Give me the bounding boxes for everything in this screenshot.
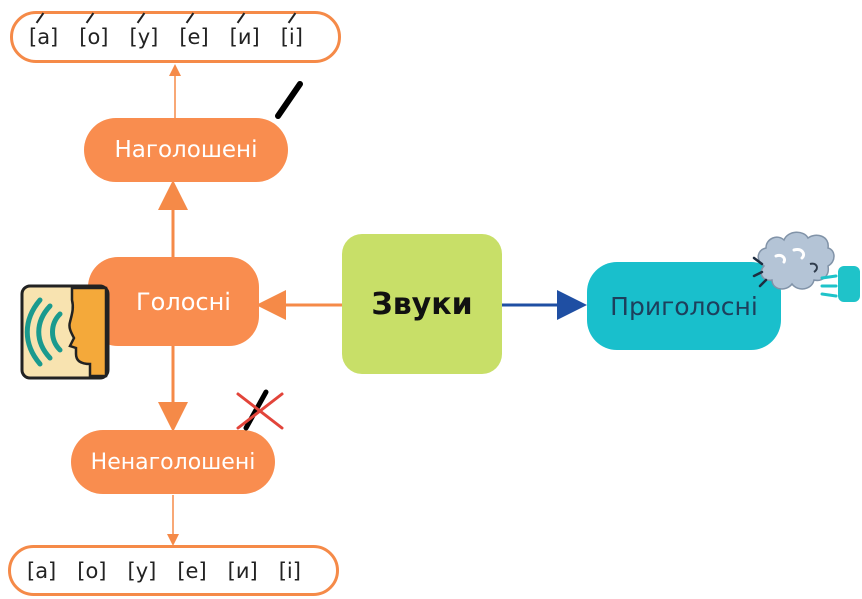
consonants-node: Приголосні: [587, 262, 781, 350]
stressed-sound: [у]: [130, 12, 158, 49]
stressed-label: Наголошені: [114, 137, 258, 163]
center-node: Звуки: [342, 234, 502, 374]
blowing-cloud-icon: [752, 231, 860, 302]
vowels-label: Голосні: [136, 287, 231, 316]
vowels-node: Голосні: [88, 257, 259, 346]
unstressed-sound: [о]: [77, 558, 107, 583]
unstressed-sound: [е]: [177, 558, 207, 583]
unstressed-node: Ненаголошені: [71, 430, 275, 494]
stressed-node: Наголошені: [84, 118, 288, 182]
stressed-sound: [і]: [281, 12, 303, 49]
unstressed-sound: [и]: [227, 558, 258, 583]
stressed-sound: [е]: [179, 12, 209, 49]
stressed-sound: [о]: [79, 12, 109, 49]
stressed-sound: [а]: [29, 12, 58, 49]
unstressed-sound: [а]: [27, 558, 57, 583]
unstressed-sounds-row: [а] [о] [у] [е] [и] [і]: [8, 545, 339, 596]
crossed-stress-mark-icon: [236, 389, 284, 431]
unstressed-sound: [і]: [278, 558, 301, 583]
stressed-sound: [и]: [230, 12, 260, 49]
stress-mark-icon: [275, 81, 303, 119]
speaking-head-icon: [20, 284, 110, 380]
consonants-label: Приголосні: [610, 291, 758, 321]
unstressed-sound: [у]: [127, 558, 157, 583]
center-label: Звуки: [371, 286, 473, 322]
stressed-sounds-row: [а] [о] [у] [е] [и] [і]: [10, 11, 341, 63]
unstressed-label: Ненаголошені: [90, 449, 256, 475]
